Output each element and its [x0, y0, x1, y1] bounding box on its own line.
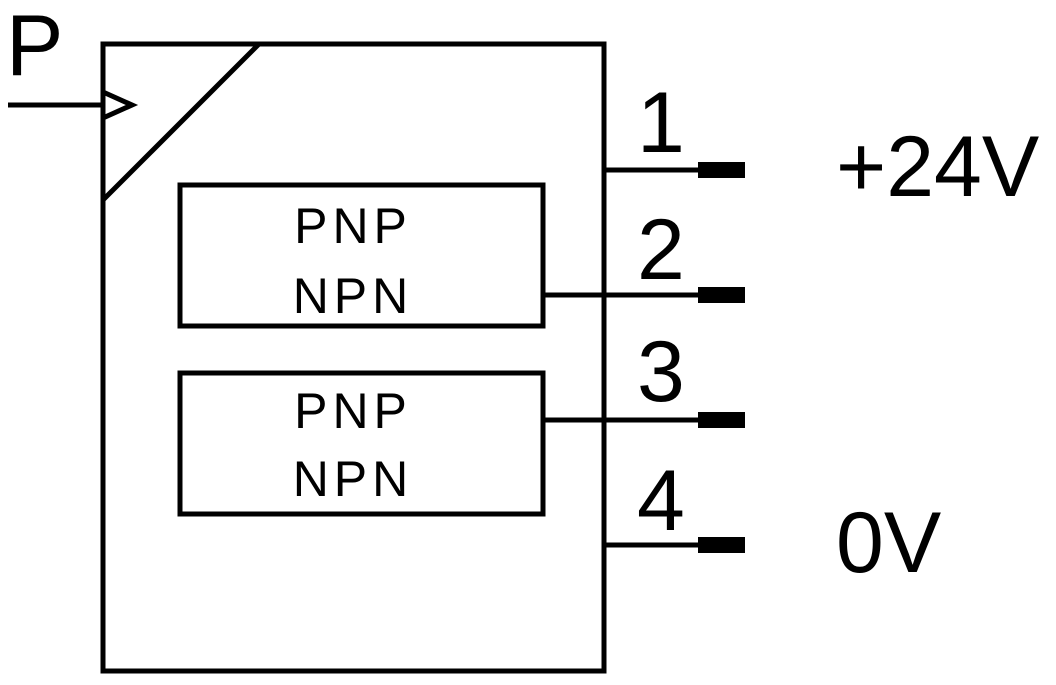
sensor-diagonal [101, 42, 261, 202]
pressure-input-arrow [101, 89, 139, 121]
output-box-1 [177, 182, 546, 329]
pin-1-terminal [698, 162, 745, 178]
output-box-1-line2: NPN [293, 268, 414, 324]
pin-1-number: 1 [637, 75, 685, 171]
output-box-2-line1: PNP [294, 383, 412, 439]
pin-4-terminal [698, 537, 745, 553]
pin-1-signal: +24V [836, 119, 1039, 215]
pressure-input-label: P [6, 0, 63, 94]
pin-4-signal: 0V [836, 495, 941, 591]
pin-3-terminal [698, 412, 745, 428]
pin-2-terminal [698, 287, 745, 303]
output-box-2 [177, 370, 546, 517]
pin-2-number: 2 [637, 202, 685, 298]
pin-4-number: 4 [637, 453, 685, 549]
output-box-2-line2: NPN [293, 451, 414, 507]
output-box-1-line1: PNP [294, 198, 412, 254]
device-housing [100, 41, 607, 674]
pin-3-number: 3 [637, 324, 685, 420]
